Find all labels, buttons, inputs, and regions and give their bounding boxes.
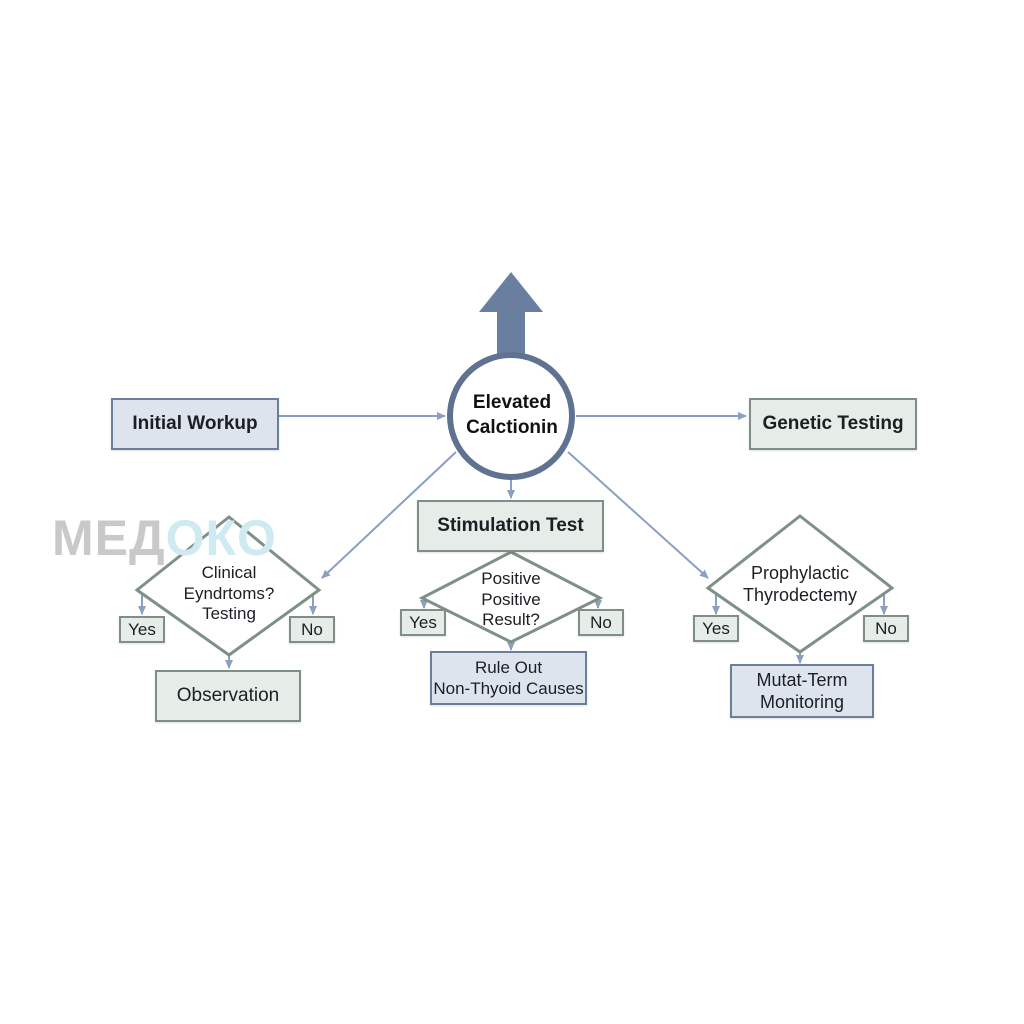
edge-center-to-right-decision [567, 451, 709, 579]
left-yes-label: Yes [128, 619, 156, 639]
right-yes-label: Yes [702, 618, 730, 638]
middle-decision-line-1: Positive [481, 569, 541, 588]
watermark-logo: МЕДОКО [52, 509, 277, 567]
left-decision-text: Clinical Eyndrtoms? Testing [169, 563, 289, 625]
rule-out-line-2: Non-Thyoid Causes [433, 679, 584, 698]
watermark-part-1: МЕД [52, 510, 166, 566]
center-line-1: Elevated [472, 392, 552, 414]
left-no-label: No [301, 619, 323, 639]
left-no-box: No [289, 616, 335, 643]
genetic-testing-label: Genetic Testing [762, 413, 904, 435]
right-yes-box: Yes [693, 615, 739, 642]
left-yes-box: Yes [119, 616, 165, 643]
observation-box: Observation [155, 670, 301, 722]
edge-center-to-left-decision [321, 451, 457, 579]
middle-yes-box: Yes [400, 609, 446, 636]
right-decision-text: Prophylactic Thyrodectemy [730, 563, 870, 607]
center-circle [447, 352, 575, 480]
middle-decision-text: Positive Positive Result? [451, 569, 571, 631]
middle-decision-line-3: Result? [482, 610, 540, 630]
genetic-testing-box: Genetic Testing [749, 398, 917, 450]
monitoring-line-1: Mutat-Term [756, 669, 848, 690]
center-line-2: Calctionin [466, 417, 558, 438]
left-decision-line-2: Eyndrtoms? [183, 583, 275, 603]
middle-yes-label: Yes [409, 612, 437, 632]
watermark-part-2: ОКО [165, 510, 277, 566]
rule-out-line-1: Rule Out [474, 657, 543, 677]
middle-no-label: No [590, 612, 612, 632]
right-no-label: No [875, 618, 897, 638]
monitoring-line-2: Monitoring [759, 692, 845, 712]
stimulation-test-box: Stimulation Test [417, 500, 604, 552]
center-node-label: Elevated Calctionin [452, 358, 572, 474]
right-decision-line-1: Prophylactic [750, 563, 850, 583]
left-decision-line-1: Clinical [201, 563, 257, 582]
rule-out-box: Rule Out Non-Thyoid Causes [430, 651, 587, 705]
left-decision-line-3: Testing [202, 604, 256, 624]
left-decision-diamond [134, 515, 322, 657]
middle-decision-line-2: Positive [481, 589, 541, 609]
right-decision-diamond [705, 514, 895, 654]
middle-no-box: No [578, 609, 624, 636]
initial-workup-label: Initial Workup [132, 413, 258, 435]
right-no-box: No [863, 615, 909, 642]
stimulation-test-label: Stimulation Test [437, 515, 584, 537]
observation-label: Observation [176, 685, 280, 707]
right-decision-line-2: Thyrodectemy [742, 584, 858, 605]
initial-workup-box: Initial Workup [111, 398, 279, 450]
middle-decision-diamond [418, 550, 604, 644]
monitoring-box: Mutat-Term Monitoring [730, 664, 874, 718]
up-arrow-icon [479, 272, 543, 356]
